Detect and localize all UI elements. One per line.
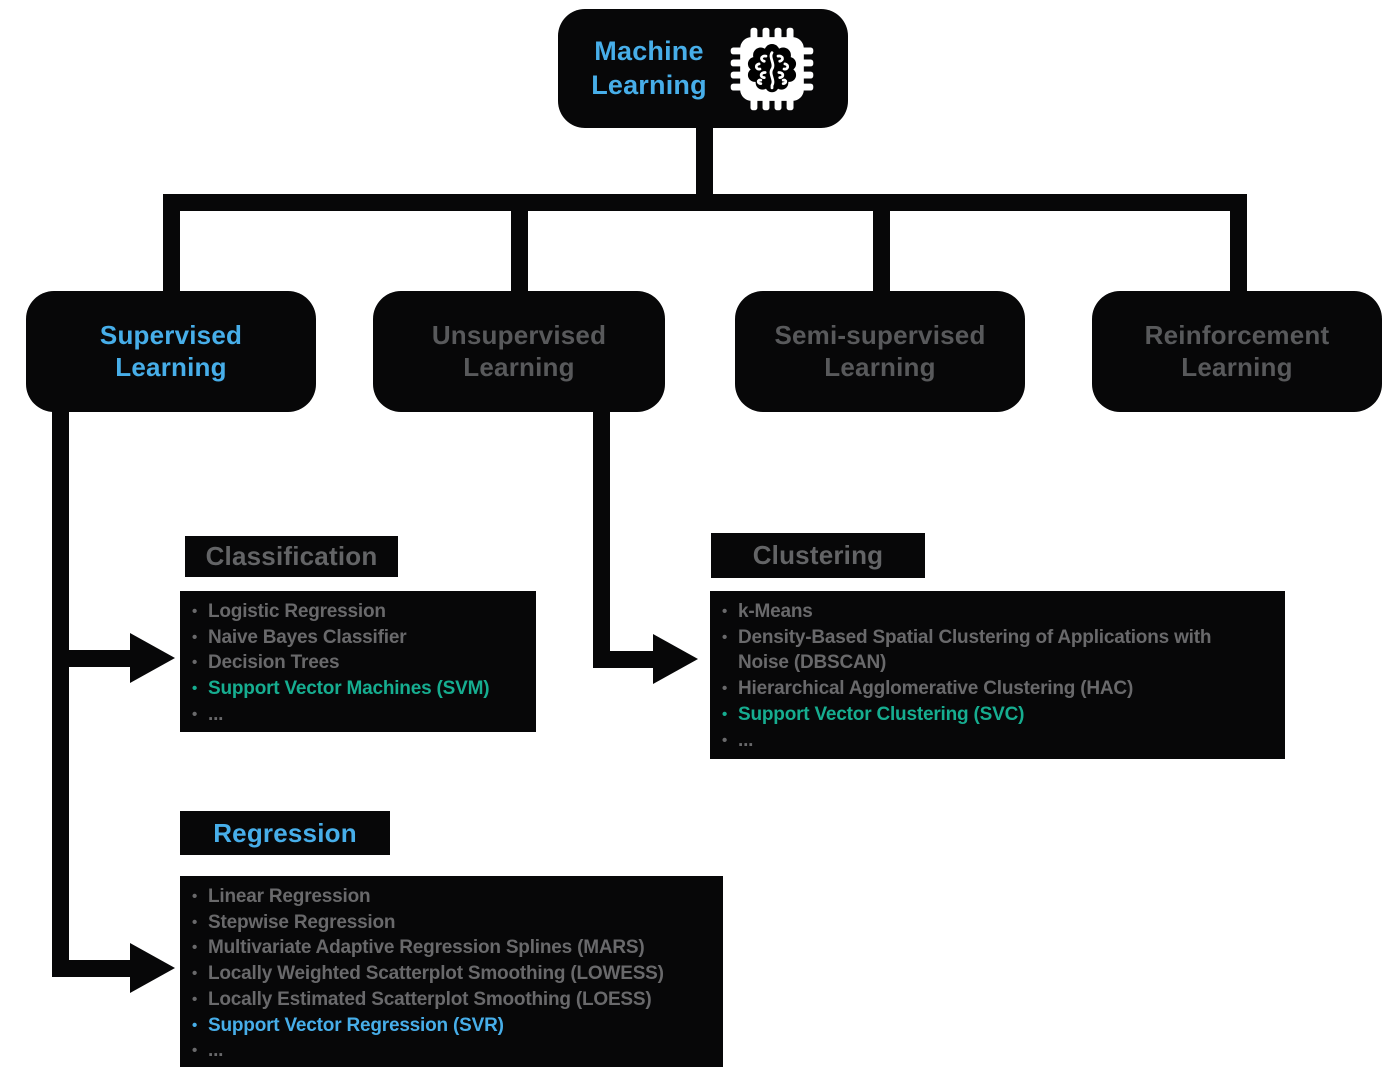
list-item: •...	[720, 728, 1277, 754]
bullet-icon: •	[722, 731, 728, 749]
classification-title-label: Classification	[205, 541, 378, 571]
list-item: •Density-Based Spatial Clustering of App…	[722, 626, 1212, 674]
list-item: •Stepwise Regression	[190, 910, 715, 936]
node-machine-learning: Machine Learning	[558, 9, 848, 128]
list-item-highlight-svc: •Support Vector Clustering (SVC)	[720, 702, 1277, 728]
bullet-icon: •	[192, 680, 198, 698]
bullet-icon: •	[722, 628, 728, 646]
bullet-icon: •	[722, 705, 728, 723]
arrow-to-clustering-icon	[653, 634, 698, 684]
connector-unsupervised-vertical	[593, 411, 610, 668]
list-item: •Multivariate Adaptive Regression Spline…	[190, 935, 715, 961]
list-item: •Naive Bayes Classifier	[190, 625, 528, 651]
list-item: •Locally Estimated Scatterplot Smoothing…	[190, 987, 715, 1013]
node-reinforcement-learning: Reinforcement Learning	[1092, 291, 1382, 412]
regression-title: Regression	[180, 811, 390, 855]
list-item-highlight-svr: •Support Vector Regression (SVR)	[190, 1013, 715, 1039]
bullet-icon: •	[192, 990, 198, 1008]
machine-learning-label: Machine Learning	[591, 36, 707, 100]
connector-clustering-horizontal	[600, 651, 655, 668]
list-item-highlight-svm: •Support Vector Machines (SVM)	[190, 676, 528, 702]
clustering-title-label: Clustering	[752, 540, 884, 570]
connector-stub-unsupervised	[511, 205, 528, 293]
classification-title: Classification	[185, 536, 398, 577]
connector-main-horizontal	[163, 194, 1247, 211]
connector-supervised-vertical	[52, 411, 69, 977]
list-item: •Linear Regression	[190, 884, 715, 910]
list-item: •Logistic Regression	[190, 599, 528, 625]
arrow-to-regression-icon	[130, 943, 175, 993]
node-unsupervised-learning: Unsupervised Learning	[373, 291, 665, 412]
node-supervised-learning: Supervised Learning	[26, 291, 316, 412]
connector-classification-horizontal	[60, 650, 130, 667]
bullet-icon: •	[192, 654, 198, 672]
list-item: •Locally Weighted Scatterplot Smoothing …	[190, 961, 715, 987]
list-item: •Hierarchical Agglomerative Clustering (…	[720, 676, 1277, 702]
supervised-learning-label: Supervised Learning	[99, 319, 243, 382]
bullet-icon: •	[192, 1016, 198, 1034]
list-item: •k-Means	[720, 599, 1277, 625]
connector-stub-semi-supervised	[873, 205, 890, 293]
bullet-icon: •	[192, 913, 198, 931]
bullet-icon: •	[192, 628, 198, 646]
connector-stub-supervised	[163, 205, 180, 293]
arrow-to-classification-icon	[130, 633, 175, 683]
bullet-icon: •	[722, 603, 728, 620]
connector-root-vertical	[696, 126, 713, 196]
list-item: •...	[190, 702, 528, 728]
regression-list: •Linear Regression •Stepwise Regression …	[180, 876, 723, 1067]
node-semi-supervised-learning: Semi-supervised Learning	[735, 291, 1025, 412]
bullet-icon: •	[192, 1042, 198, 1060]
reinforcement-learning-label: Reinforcement Learning	[1144, 319, 1330, 382]
clustering-list: •k-Means •Density-Based Spatial Clusteri…	[710, 591, 1285, 759]
bullet-icon: •	[192, 603, 198, 620]
bullet-icon: •	[192, 705, 198, 723]
list-item: •...	[190, 1038, 715, 1064]
list-item: •Decision Trees	[190, 650, 528, 676]
semi-supervised-learning-label: Semi-supervised Learning	[774, 319, 986, 382]
classification-list: •Logistic Regression •Naive Bayes Classi…	[180, 591, 536, 732]
bullet-icon: •	[192, 888, 198, 905]
bullet-icon: •	[722, 680, 728, 698]
clustering-title: Clustering	[711, 533, 925, 578]
bullet-icon: •	[192, 965, 198, 983]
connector-stub-reinforcement	[1230, 205, 1247, 293]
regression-title-label: Regression	[213, 817, 357, 848]
bullet-icon: •	[192, 939, 198, 957]
brain-chip-icon	[730, 27, 814, 110]
unsupervised-learning-label: Unsupervised Learning	[431, 319, 607, 382]
connector-regression-horizontal	[60, 960, 130, 977]
